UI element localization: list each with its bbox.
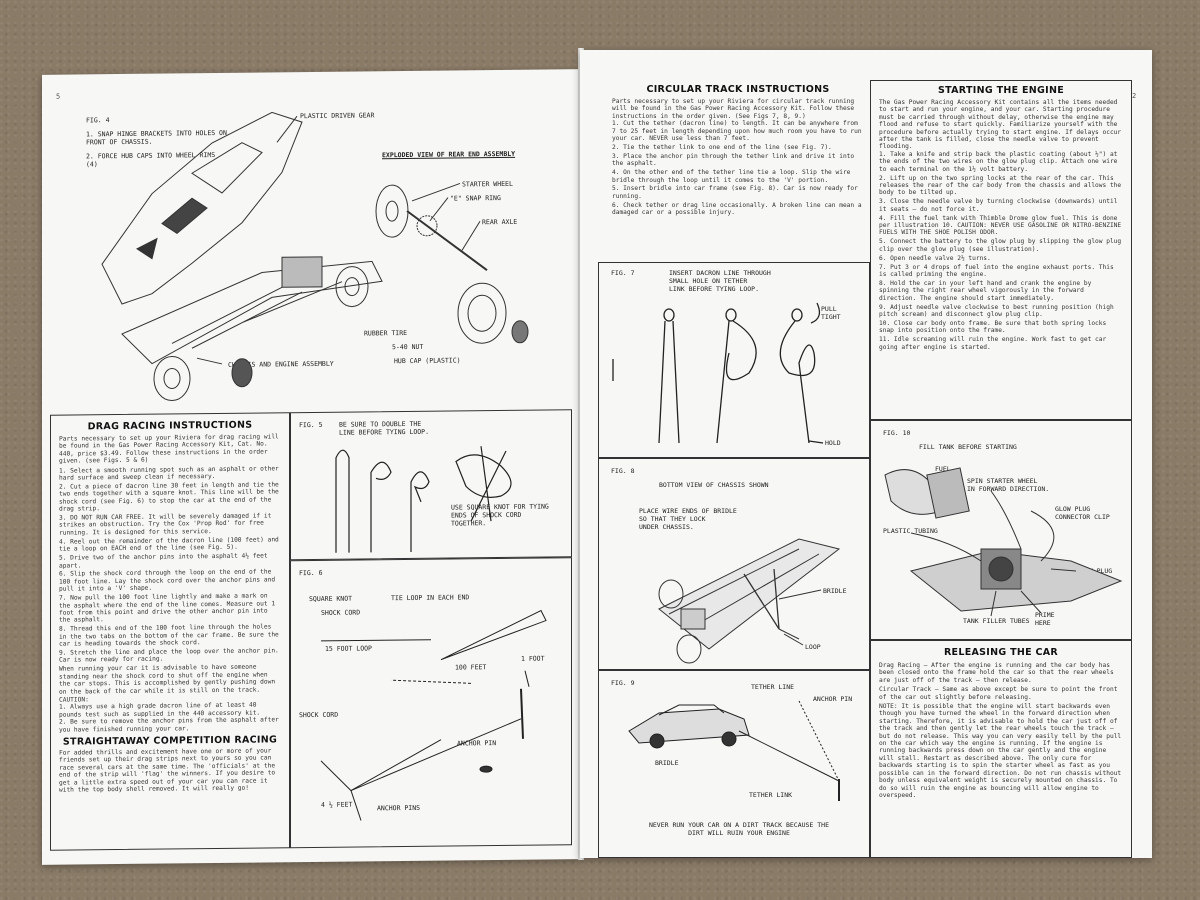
circular-step: 6. Check tether or drag line occasionall… xyxy=(612,201,862,217)
drag-racing-title: DRAG RACING INSTRUCTIONS xyxy=(87,419,253,433)
starting-step: 1. Take a knife and strip back the plast… xyxy=(879,150,1118,173)
drag-racing-intro: Parts necessary to set up your Riviera f… xyxy=(59,433,279,465)
spin-starter-label: SPIN STARTER WHEEL IN FORWARD DIRECTION. xyxy=(967,477,1050,493)
prime-here-label: PRIME HERE xyxy=(1035,611,1055,627)
drag-racing-label: Drag Racing xyxy=(879,662,920,669)
circular-track-panel: CIRCULAR TRACK INSTRUCTIONS Parts necess… xyxy=(604,80,872,262)
fig6-layout-drawing xyxy=(320,609,547,821)
drag-racing-steps: 1. Select a smooth running spot such as … xyxy=(59,465,281,664)
bridle-label: BRIDLE xyxy=(655,759,679,767)
releasing-car-panel: RELEASING THE CAR Drag Racing — After th… xyxy=(870,640,1132,858)
tether-line-label: TETHER LINE xyxy=(751,683,795,691)
fig10-panel: FIG. 10 FILL TANK BEFORE STARTING FUEL S… xyxy=(870,420,1132,640)
tank-filler-label: TANK FILLER TUBES xyxy=(963,617,1030,625)
caution-step: 2. Be sure to remove the anchor pins fro… xyxy=(59,716,279,734)
starting-engine-steps: 1. Take a knife and strip back the plast… xyxy=(879,151,1123,351)
circular-step: 5. Insert bridle into car frame (see Fig… xyxy=(612,185,858,200)
fig10-label: FIG. 10 xyxy=(883,429,911,437)
place-wire-label: PLACE WIRE ENDS OF BRIDLE SO THAT THEY L… xyxy=(639,507,737,531)
fig5-panel: FIG. 5 BE SURE TO DOUBLE THE LINE BEFORE… xyxy=(290,409,572,561)
starting-step: 4. Fill the fuel tank with Thimble Drome… xyxy=(879,214,1122,237)
starting-engine-intro: The Gas Power Racing Accessory Kit conta… xyxy=(879,99,1122,151)
note-text: It is possible that the engine will star… xyxy=(879,703,1122,799)
starting-step: 5. Connect the battery to the glow plug … xyxy=(879,238,1122,253)
fill-tank-label: FILL TANK BEFORE STARTING xyxy=(919,443,1017,451)
fig6-panel: FIG. 6 SQUARE KNOT TIE LOOP IN EACH END … xyxy=(290,557,572,849)
starting-step: 6. Open needle valve 2½ turns. xyxy=(879,254,991,262)
circular-step: 2. Tie the tether link to one end of the… xyxy=(612,143,832,151)
starting-step: 2. Lift up on the two spring locks at th… xyxy=(879,174,1122,197)
chassis-frame-shape xyxy=(121,260,383,365)
fig8-title: BOTTOM VIEW OF CHASSIS SHOWN xyxy=(659,481,769,489)
drag-step: 2. Cut a piece of dacron line 30 feet in… xyxy=(59,481,279,513)
straightaway-title: STRAIGHTAWAY COMPETITION RACING xyxy=(62,734,278,748)
drag-racing-release-text: — After the engine is running and the ca… xyxy=(879,662,1114,684)
fig10-engine-drawing xyxy=(884,467,1123,617)
fig7-label: FIG. 7 xyxy=(611,269,635,277)
right-page: 2 CIRCULAR TRACK INSTRUCTIONS Parts nece… xyxy=(580,50,1152,858)
drag-step: 6. Slip the shock cord through the loop … xyxy=(59,568,276,593)
glow-clip-label: GLOW PLUG CONNECTOR CLIP xyxy=(1055,505,1110,521)
fig9-car-drawing xyxy=(628,700,840,801)
front-wheel-shape xyxy=(153,355,191,401)
plastic-tubing-label: PLASTIC TUBING xyxy=(883,527,938,535)
circular-step: 4. On the other end of the tether line t… xyxy=(612,169,851,184)
circular-track-release-text: — Same as above except be sure to point … xyxy=(879,686,1118,701)
hold-label: HOLD xyxy=(825,439,841,447)
fig4-drawing xyxy=(101,111,529,401)
releasing-car-title: RELEASING THE CAR xyxy=(943,647,1059,658)
bridle-label: BRIDLE xyxy=(823,587,847,595)
fig7-note: INSERT DACRON LINE THROUGH SMALL HOLE ON… xyxy=(669,269,771,293)
starting-step: 3. Close the needle valve by turning clo… xyxy=(879,198,1118,213)
starting-step: 7. Put 3 or 4 drops of fuel into the eng… xyxy=(879,263,1114,278)
starting-step: 9. Adjust needle valve clockwise to best… xyxy=(879,303,1114,318)
drag-racing-panel: DRAG RACING INSTRUCTIONS Parts necessary… xyxy=(50,412,290,851)
circular-track-steps: 1. Cut the tether (dacron line) to lengt… xyxy=(612,120,864,216)
circular-track-title: CIRCULAR TRACK INSTRUCTIONS xyxy=(646,84,830,95)
fig4-region: FIG. 4 1. SNAP HINGE BRACKETS INTO HOLES… xyxy=(42,69,580,413)
drag-step: 9. Stretch the line and place the loop o… xyxy=(59,647,279,665)
left-page: 5 FIG. 4 1. SNAP HINGE BRACKETS INTO HOL… xyxy=(42,69,580,865)
starting-step: 8. Hold the car in your left hand and cr… xyxy=(879,279,1092,302)
starting-engine-panel: STARTING THE ENGINE The Gas Power Racing… xyxy=(870,80,1132,420)
fig8-chassis-drawing xyxy=(658,538,841,664)
note-label: NOTE: xyxy=(879,703,898,711)
fig7-knot-drawing xyxy=(612,302,824,444)
starter-wheel-shape xyxy=(375,184,409,238)
starting-step: 10. Close car body onto frame. Be sure t… xyxy=(879,319,1107,335)
fig8-label: FIG. 8 xyxy=(611,467,635,475)
drag-step: 3. DO NOT RUN CAR FREE. It will be sever… xyxy=(59,512,272,537)
car-body-shape xyxy=(101,111,303,305)
drag-racing-note: When running your car it is advisable to… xyxy=(59,663,276,696)
page-number: 2 xyxy=(1132,92,1137,100)
fuel-label: FUEL xyxy=(935,465,951,473)
circular-step: 3. Place the anchor pin through the teth… xyxy=(612,152,855,168)
drag-step: 7. Now pull the 100 foot line lightly an… xyxy=(59,592,276,624)
circular-track-label: Circular Track xyxy=(879,686,932,694)
pull-tight-label: PULL TIGHT xyxy=(821,305,841,321)
anchor-pin-label: ANCHOR PIN xyxy=(813,695,853,703)
fig7-panel: FIG. 7 INSERT DACRON LINE THROUGH SMALL … xyxy=(598,262,870,458)
tether-link-label: TETHER LINK xyxy=(749,791,793,799)
drag-step: 5. Drive two of the anchor pins into the… xyxy=(59,552,268,570)
straightaway-text: For added thrills and excitement have on… xyxy=(59,747,276,794)
fig9-label: FIG. 9 xyxy=(611,679,635,687)
drag-step: 4. Reel out the remainder of the dacron … xyxy=(59,536,279,553)
starting-step: 11. Idle screaming will ruin the engine.… xyxy=(879,336,1107,351)
fig9-panel: FIG. 9 TETHER LINE ANCHOR PIN BRIDLE TET… xyxy=(598,670,870,858)
drag-step: 1. Select a smooth running spot such as … xyxy=(59,464,279,482)
circular-step: 1. Cut the tether (dacron line) to lengt… xyxy=(612,120,862,143)
rubber-tire-shape xyxy=(457,282,507,344)
circular-track-intro: Parts necessary to set up your Riviera f… xyxy=(612,98,855,120)
starting-engine-title: STARTING THE ENGINE xyxy=(937,85,1065,96)
fig5-knots-drawing xyxy=(335,446,512,553)
drag-step: 8. Thread this end of the 100 foot line … xyxy=(59,623,279,648)
dirt-track-warning: NEVER RUN YOUR CAR ON A DIRT TRACK BECAU… xyxy=(648,821,829,837)
loop-label: LOOP xyxy=(805,643,821,651)
fig8-panel: FIG. 8 BOTTOM VIEW OF CHASSIS SHOWN PLAC… xyxy=(598,458,870,670)
